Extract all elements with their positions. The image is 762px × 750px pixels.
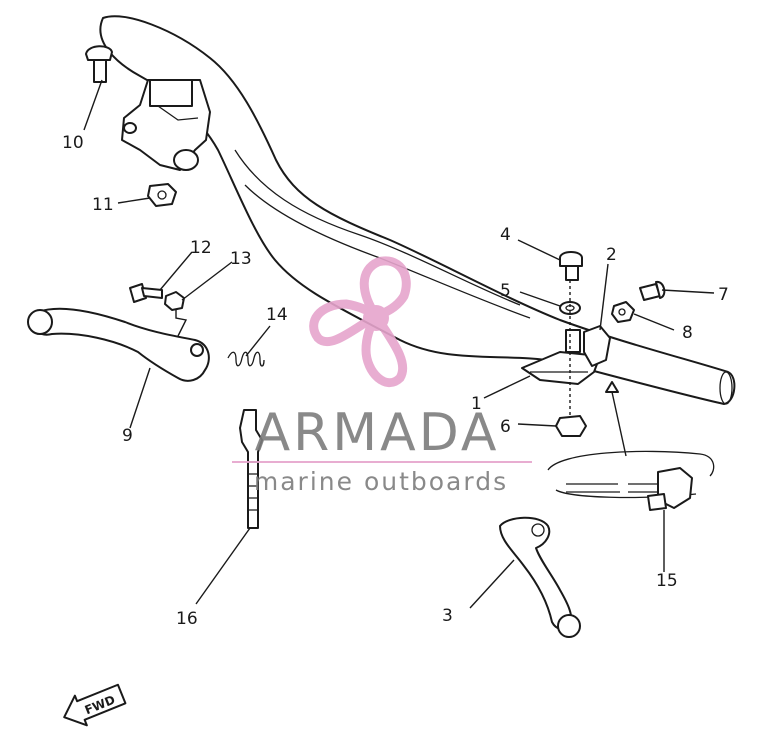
bolt-part-7 xyxy=(639,280,666,301)
bolt-part-10 xyxy=(85,45,113,83)
pivot-bolt-part-12 xyxy=(129,283,163,303)
callout-4: 4 xyxy=(500,225,511,245)
nut-part-8 xyxy=(611,301,635,323)
brand-tagline: marine outboards xyxy=(254,467,508,496)
washer-part-5 xyxy=(559,301,581,315)
spring-part-14 xyxy=(227,351,265,367)
callout-2: 2 xyxy=(606,245,617,265)
callout-12: 12 xyxy=(190,238,212,258)
handlebar xyxy=(99,15,736,405)
lever-holder-part-1 xyxy=(521,351,601,385)
callout-15: 15 xyxy=(656,571,678,591)
callout-6: 6 xyxy=(500,417,511,437)
nut-part-11 xyxy=(147,183,177,207)
callout-7: 7 xyxy=(718,285,729,305)
detail-arrow-head xyxy=(605,381,619,393)
leader-lines xyxy=(83,79,715,609)
bolt-part-4 xyxy=(559,251,583,281)
callout-3: 3 xyxy=(442,606,453,626)
brand-name: ARMADA xyxy=(255,403,500,463)
nut-part-13 xyxy=(164,291,185,311)
callout-11: 11 xyxy=(92,195,114,215)
lever-part-3 xyxy=(499,516,581,638)
callout-16: 16 xyxy=(176,609,198,629)
assembly-guide-line xyxy=(175,310,188,337)
callout-13: 13 xyxy=(230,249,252,269)
propeller-logo-icon xyxy=(309,256,411,388)
callout-14: 14 xyxy=(266,305,288,325)
armada-watermark: ARMADA marine outboards xyxy=(232,256,532,496)
fwd-direction-badge: FWD xyxy=(63,683,127,727)
callout-9: 9 xyxy=(122,426,133,446)
switch-part-15 xyxy=(647,467,693,511)
lever-part-9 xyxy=(27,307,210,382)
detail-arrow-line xyxy=(611,391,627,457)
callout-1: 1 xyxy=(471,394,482,414)
callout-8: 8 xyxy=(682,323,693,343)
callout-labels: 1 2 3 4 5 6 7 8 9 10 11 12 13 14 15 16 xyxy=(62,133,729,629)
callout-5: 5 xyxy=(500,281,511,301)
callout-10: 10 xyxy=(62,133,84,153)
master-cylinder xyxy=(121,79,211,171)
nut-part-6 xyxy=(555,415,587,437)
